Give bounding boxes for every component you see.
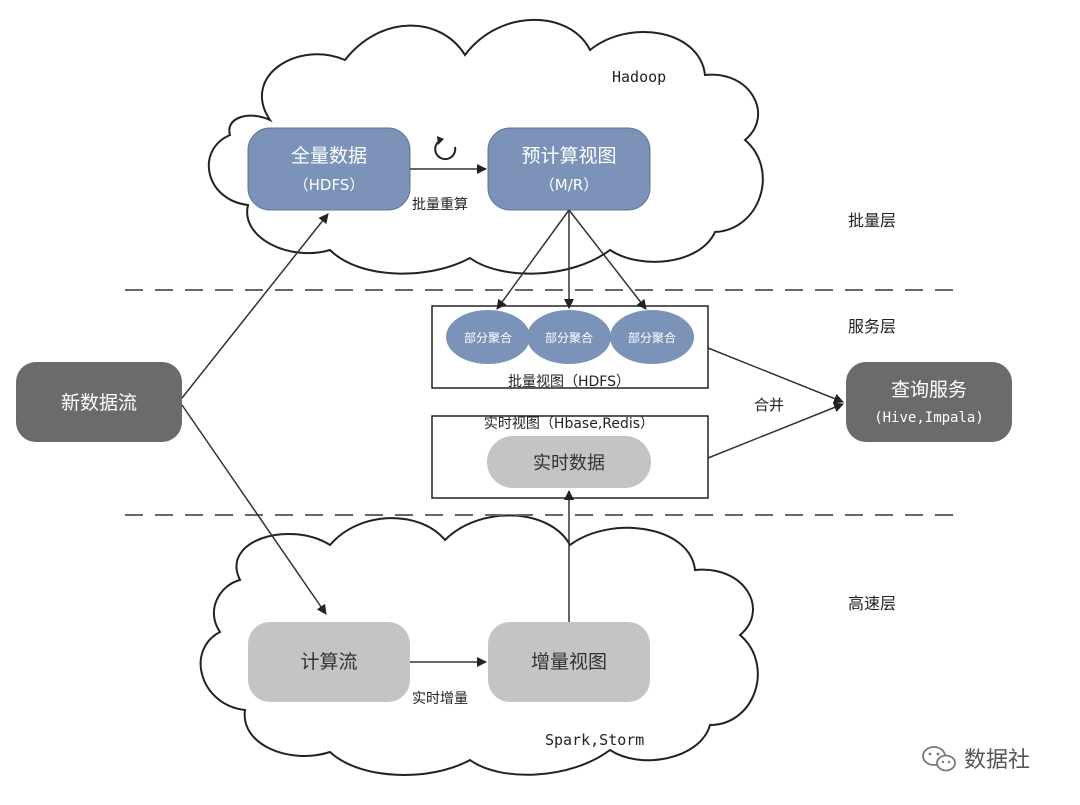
- node-incremental-view: 增量视图: [488, 622, 650, 702]
- hadoop-label: Hadoop: [612, 68, 666, 86]
- node-precomputed-subtitle: （M/R）: [540, 176, 598, 194]
- layer-label-batch: 批量层: [848, 211, 896, 230]
- partial-aggregate-2: 部分聚合: [527, 310, 611, 364]
- spark-storm-cloud: Spark,Storm: [199, 514, 759, 776]
- edge-label-realtime-increment: 实时增量: [412, 691, 468, 707]
- edge-batch-view-to-query: [707, 347, 844, 404]
- partial-aggregate-2-label: 部分聚合: [545, 330, 593, 345]
- partial-aggregate-3: 部分聚合: [610, 310, 694, 364]
- layer-label-speed: 高速层: [848, 594, 896, 613]
- edge-label-batch-recompute: 批量重算: [412, 197, 468, 213]
- spark-storm-label: Spark,Storm: [545, 731, 644, 749]
- edge-stream-to-compute: [181, 404, 327, 615]
- watermark: 数据社: [922, 746, 1030, 773]
- batch-view-box: 部分聚合 部分聚合 部分聚合 批量视图（HDFS）: [431, 305, 709, 390]
- node-full-data-subtitle: （HDFS）: [294, 176, 365, 194]
- batch-view-caption: 批量视图（HDFS）: [508, 374, 630, 390]
- watermark-text: 数据社: [964, 748, 1030, 773]
- edge-precomputed-to-partial-3: [568, 209, 647, 310]
- node-precomputed-title: 预计算视图: [521, 145, 616, 167]
- node-realtime-data-label: 实时数据: [533, 453, 605, 474]
- node-compute-stream-label: 计算流: [300, 651, 357, 673]
- partial-aggregate-1: 部分聚合: [446, 310, 530, 364]
- node-full-data: 全量数据 （HDFS）: [247, 127, 411, 211]
- layer-label-serving: 服务层: [848, 317, 896, 336]
- node-realtime-data: 实时数据: [487, 436, 651, 488]
- edge-realtime-view-to-query: [707, 402, 844, 459]
- refresh-icon: [434, 136, 457, 161]
- node-compute-stream: 计算流: [248, 622, 410, 702]
- edge-label-merge: 合并: [754, 396, 784, 414]
- edge-precomputed-to-partial-1: [496, 209, 570, 310]
- node-query-service-title: 查询服务: [891, 379, 967, 401]
- node-incremental-view-label: 增量视图: [531, 651, 607, 673]
- node-precomputed-view: 预计算视图 （M/R）: [487, 127, 651, 211]
- node-full-data-title: 全量数据: [291, 145, 367, 167]
- edge-stream-to-full-data: [181, 213, 329, 399]
- realtime-view-caption: 实时视图（Hbase,Redis）: [484, 416, 654, 432]
- wechat-icon: [922, 746, 956, 772]
- node-query-service-subtitle: (Hive,Impala): [874, 410, 984, 426]
- node-query-service: 查询服务 (Hive,Impala): [846, 362, 1012, 442]
- partial-aggregate-3-label: 部分聚合: [628, 330, 676, 345]
- realtime-view-box: 实时视图（Hbase,Redis） 实时数据: [431, 415, 709, 499]
- partial-aggregate-1-label: 部分聚合: [464, 330, 512, 345]
- node-new-data-stream: 新数据流: [16, 362, 182, 442]
- node-new-data-stream-label: 新数据流: [61, 392, 137, 414]
